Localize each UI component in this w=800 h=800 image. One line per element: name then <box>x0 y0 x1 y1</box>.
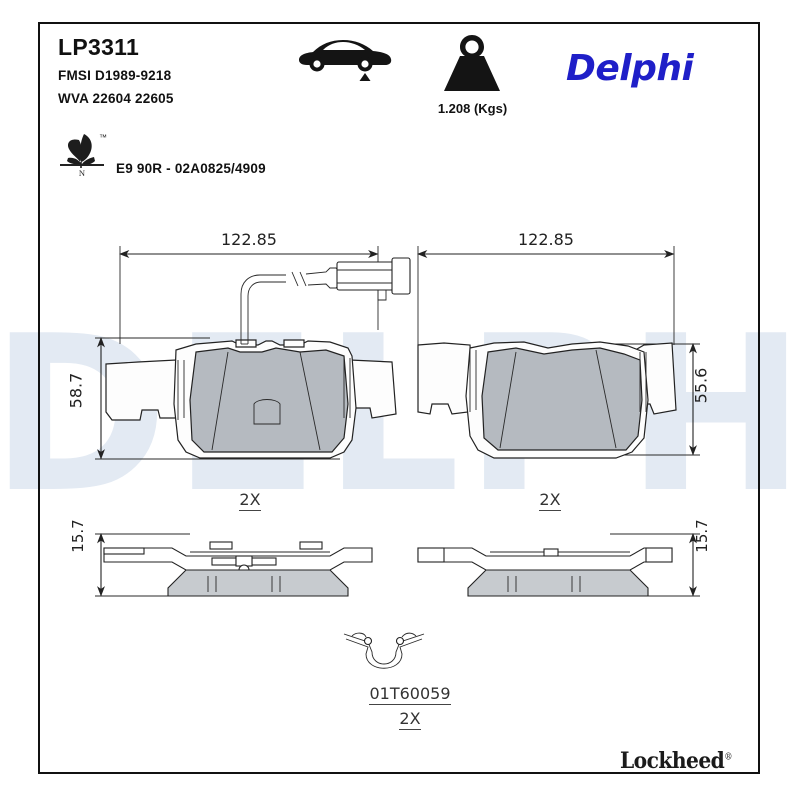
right-pad-drawing <box>417 341 677 459</box>
eco-icon-baseline <box>60 164 104 166</box>
left-pad-width-label: 122.85 <box>221 230 277 249</box>
left-pad-width-dimension <box>118 246 379 344</box>
homologation-code: E9 90R - 02A0825/4909 <box>116 161 266 176</box>
right-pad-thickness-label: 15.7 <box>693 519 711 553</box>
weight-kettlebell-icon <box>424 33 520 93</box>
lockheed-wordmark: Lockheed <box>620 748 725 774</box>
right-pad-side-view <box>417 532 700 597</box>
right-pad-width-label: 122.85 <box>518 230 574 249</box>
homologation-row: ™ N E9 90R - 02A0825/4909 <box>58 131 266 178</box>
lockheed-logo: Lockheed® <box>620 748 733 774</box>
registered-symbol: ® <box>724 752 733 763</box>
left-pad-height-label: 58.7 <box>66 372 86 409</box>
left-pad-thickness-label: 15.7 <box>69 519 87 553</box>
right-pad-height-label: 55.6 <box>691 367 711 404</box>
eco-icon-letter: N <box>78 168 86 178</box>
wva-code: WVA 22604 22605 <box>58 91 174 106</box>
trademark-symbol: ™ <box>99 133 107 142</box>
weight-value: 1.208 (Kgs) <box>437 101 508 116</box>
right-pad-quantity: 2X <box>539 490 561 511</box>
fmsi-code: FMSI D1989-9218 <box>58 68 172 83</box>
right-pad-width-dimension <box>416 246 675 345</box>
page-title-part-number: LP3311 <box>58 34 140 60</box>
accessory-quantity: 2X <box>399 709 421 730</box>
drawing-frame <box>38 22 760 774</box>
accessory-clip-drawing <box>343 632 425 669</box>
left-pad-height-dimension <box>95 336 340 460</box>
car-rear-axle-icon <box>295 33 395 81</box>
wear-sensor-assembly <box>240 257 411 345</box>
header-identifiers: LP3311 FMSI D1989-9218 WVA 22604 22605 <box>58 34 174 107</box>
left-pad-drawing <box>105 339 397 459</box>
delphi-logo: Delphi <box>566 48 694 89</box>
left-pad-quantity: 2X <box>239 490 261 511</box>
accessory-part-number: 01T60059 <box>369 684 451 705</box>
left-pad-side-view <box>95 532 373 597</box>
eco-leaf-icon: ™ N <box>58 131 107 178</box>
